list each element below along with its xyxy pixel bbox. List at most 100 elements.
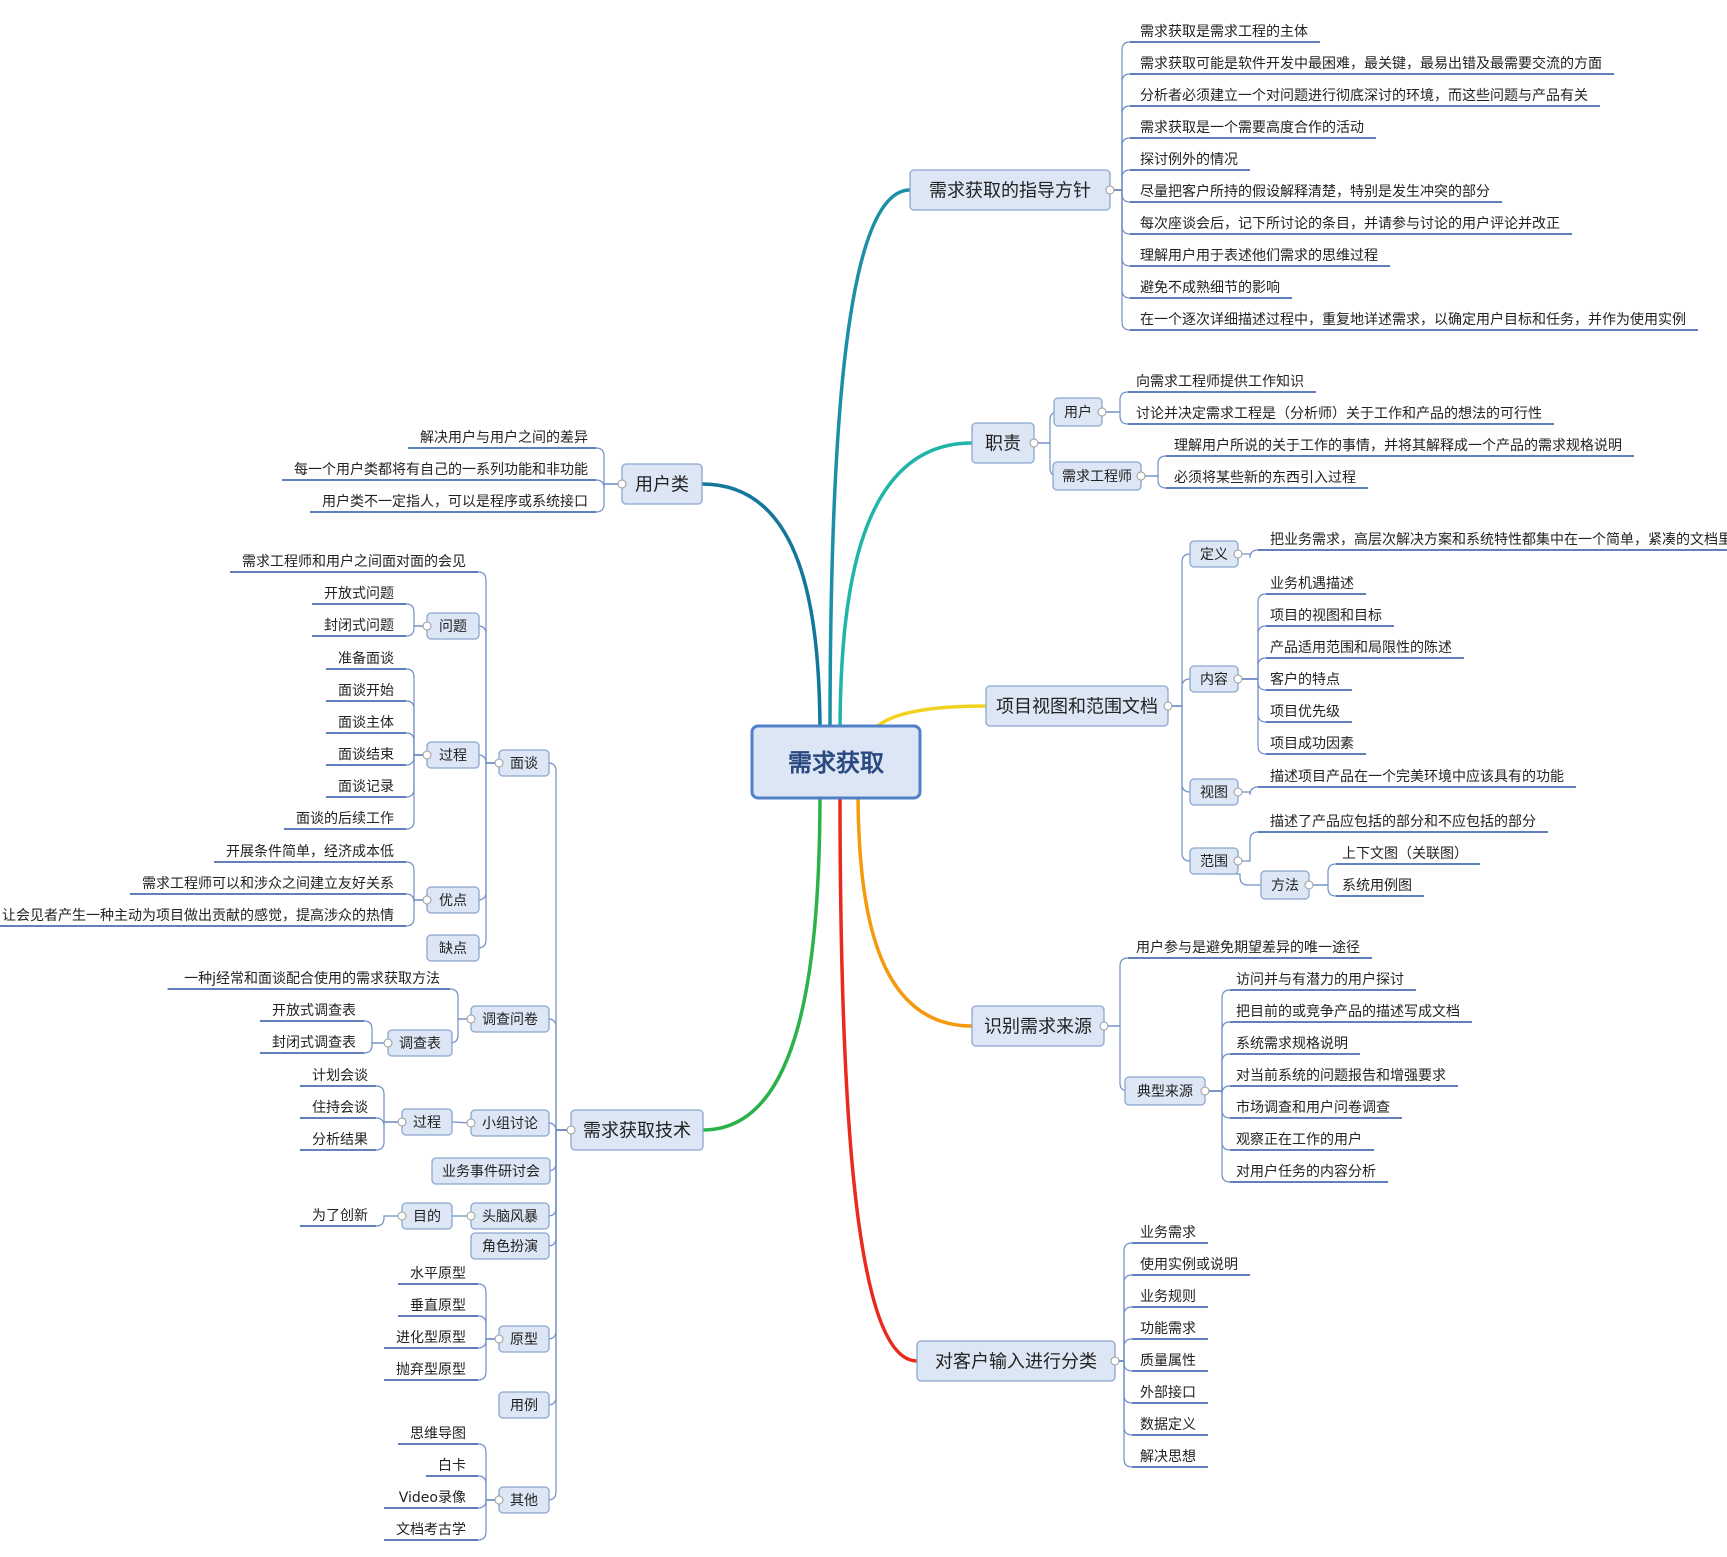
leaf-topic[interactable]: 用户类不一定指人，可以是程序或系统接口 xyxy=(322,493,588,510)
leaf-topic[interactable]: 解决用户与用户之间的差异 xyxy=(420,429,588,446)
node-questionnaire[interactable]: 调查问卷 xyxy=(470,1005,550,1033)
leaf-topic[interactable]: 业务机遇描述 xyxy=(1270,576,1354,592)
leaf-topic[interactable]: 上下文图（关联图） xyxy=(1342,846,1468,862)
leaf-topic[interactable]: 业务需求 xyxy=(1140,1225,1196,1241)
leaf-topic[interactable]: 思维导图 xyxy=(410,1426,466,1442)
node-req-engineer[interactable]: 需求工程师 xyxy=(1052,461,1142,491)
leaf-topic[interactable]: 住持会谈 xyxy=(312,1100,368,1116)
leaf-topic[interactable]: 开放式问题 xyxy=(324,586,394,602)
leaf-topic[interactable]: 面谈主体 xyxy=(338,715,394,731)
node-method[interactable]: 方法 xyxy=(1260,870,1310,900)
leaf-topic[interactable]: 解决思想 xyxy=(1140,1449,1196,1465)
node-advantage[interactable]: 优点 xyxy=(426,886,480,914)
collapse-toggle-icon[interactable] xyxy=(422,895,432,905)
leaf-topic[interactable]: 准备面谈 xyxy=(338,650,394,667)
leaf-topic[interactable]: 把目前的或竞争产品的描述写成文档 xyxy=(1236,1003,1460,1020)
leaf-topic[interactable]: 市场调查和用户问卷调查 xyxy=(1236,1099,1390,1116)
node-role-play[interactable]: 角色扮演 xyxy=(470,1232,550,1260)
leaf-topic[interactable]: 开展条件简单，经济成本低 xyxy=(226,843,394,860)
leaf-topic[interactable]: 需求工程师和用户之间面对面的会见 xyxy=(242,553,466,570)
leaf-topic[interactable]: 需求获取是一个需要高度合作的活动 xyxy=(1140,119,1364,136)
collapse-toggle-icon[interactable] xyxy=(1233,674,1243,684)
node-range[interactable]: 范围 xyxy=(1189,847,1239,875)
collapse-toggle-icon[interactable] xyxy=(397,1117,407,1127)
leaf-topic[interactable]: 垂直原型 xyxy=(410,1297,466,1314)
leaf-topic[interactable]: 把业务需求，高层次解决方案和系统特性都集中在一个简单，紧凑的文档里 xyxy=(1270,531,1727,548)
node-interview-process[interactable]: 过程 xyxy=(426,741,480,769)
leaf-topic[interactable]: 探讨例外的情况 xyxy=(1140,152,1238,168)
collapse-toggle-icon[interactable] xyxy=(494,1334,504,1344)
leaf-topic[interactable]: 使用实例或说明 xyxy=(1140,1256,1238,1273)
collapse-toggle-icon[interactable] xyxy=(466,1211,476,1221)
leaf-topic[interactable]: 访问并与有潜力的用户探讨 xyxy=(1236,971,1404,988)
leaf-topic[interactable]: 分析结果 xyxy=(312,1132,368,1148)
leaf-topic[interactable]: 业务规则 xyxy=(1140,1289,1196,1305)
collapse-toggle-icon[interactable] xyxy=(1163,701,1173,711)
leaf-topic[interactable]: 用户参与是避免期望差异的唯一途径 xyxy=(1136,939,1360,956)
node-prototype[interactable]: 原型 xyxy=(498,1325,550,1353)
leaf-topic[interactable]: 分析者必须建立一个对问题进行彻底深讨的环境，而这些问题与产品有关 xyxy=(1140,87,1588,104)
node-use-case[interactable]: 用例 xyxy=(498,1391,550,1419)
leaf-topic[interactable]: 白卡 xyxy=(438,1458,466,1474)
leaf-topic[interactable]: 水平原型 xyxy=(410,1266,466,1282)
leaf-topic[interactable]: 对当前系统的问题报告和增强要求 xyxy=(1236,1067,1446,1084)
leaf-topic[interactable]: 系统用例图 xyxy=(1342,878,1412,894)
collapse-toggle-icon[interactable] xyxy=(494,758,504,768)
collapse-toggle-icon[interactable] xyxy=(466,1014,476,1024)
leaf-topic[interactable]: 项目优先级 xyxy=(1270,704,1340,720)
node-business-event[interactable]: 业务事件研讨会 xyxy=(431,1157,551,1185)
collapse-toggle-icon[interactable] xyxy=(422,750,432,760)
node-question[interactable]: 问题 xyxy=(426,612,480,640)
leaf-topic[interactable]: 质量属性 xyxy=(1140,1353,1196,1369)
leaf-topic[interactable]: 封闭式问题 xyxy=(324,618,394,634)
leaf-topic[interactable]: 理解用户所说的关于工作的事情，并将其解释成一个产品的需求规格说明 xyxy=(1174,437,1622,454)
node-group-discussion[interactable]: 小组讨论 xyxy=(470,1109,550,1137)
leaf-topic[interactable]: 开放式调查表 xyxy=(272,1003,356,1019)
branch-techniques[interactable]: 需求获取技术 xyxy=(570,1109,704,1151)
collapse-toggle-icon[interactable] xyxy=(1110,1356,1120,1366)
leaf-topic[interactable]: 理解用户用于表述他们需求的思维过程 xyxy=(1140,247,1378,264)
leaf-topic[interactable]: 一种j经常和面谈配合使用的需求获取方法 xyxy=(184,970,440,987)
leaf-topic[interactable]: 描述了产品应包括的部分和不应包括的部分 xyxy=(1270,813,1536,830)
node-disadvantage[interactable]: 缺点 xyxy=(426,934,480,962)
leaf-topic[interactable]: 项目成功因素 xyxy=(1270,736,1354,752)
leaf-topic[interactable]: 在一个逐次详细描述过程中，重复地详述需求，以确定用户目标和任务，并作为使用实例 xyxy=(1140,311,1686,328)
leaf-topic[interactable]: 面谈开始 xyxy=(338,683,394,699)
node-group-process[interactable]: 过程 xyxy=(401,1108,453,1136)
leaf-topic[interactable]: 必须将某些新的东西引入过程 xyxy=(1174,470,1356,486)
collapse-toggle-icon[interactable] xyxy=(1136,471,1146,481)
leaf-topic[interactable]: 系统需求规格说明 xyxy=(1236,1036,1348,1052)
collapse-toggle-icon[interactable] xyxy=(466,1118,476,1128)
collapse-toggle-icon[interactable] xyxy=(1099,1021,1109,1031)
leaf-topic[interactable]: 尽量把客户所持的假设解释清楚，特别是发生冲突的部分 xyxy=(1140,183,1490,200)
leaf-topic[interactable]: 讨论并决定需求工程是（分析师）关于工作和产品的想法的可行性 xyxy=(1136,406,1542,422)
leaf-topic[interactable]: 进化型原型 xyxy=(396,1330,466,1346)
leaf-topic[interactable]: 产品适用范围和局限性的陈述 xyxy=(1270,639,1452,656)
leaf-topic[interactable]: 封闭式调查表 xyxy=(272,1035,356,1051)
collapse-toggle-icon[interactable] xyxy=(494,1495,504,1505)
leaf-topic[interactable]: 避免不成熟细节的影响 xyxy=(1140,280,1280,296)
collapse-toggle-icon[interactable] xyxy=(1105,185,1115,195)
collapse-toggle-icon[interactable] xyxy=(1029,438,1039,448)
collapse-toggle-icon[interactable] xyxy=(1233,549,1243,559)
branch-userclass[interactable]: 用户类 xyxy=(621,463,703,505)
leaf-topic[interactable]: 需求工程师可以和涉众之间建立友好关系 xyxy=(142,876,394,892)
leaf-topic[interactable]: Video录像 xyxy=(399,1490,466,1506)
branch-scope[interactable]: 项目视图和范围文档 xyxy=(985,685,1169,727)
leaf-topic[interactable]: 向需求工程师提供工作知识 xyxy=(1136,373,1304,390)
node-survey-form[interactable]: 调查表 xyxy=(387,1029,453,1057)
leaf-topic[interactable]: 每一个用户类都将有自己的一系列功能和非功能 xyxy=(294,461,588,478)
branch-classify[interactable]: 对客户输入进行分类 xyxy=(916,1340,1116,1382)
collapse-toggle-icon[interactable] xyxy=(1233,856,1243,866)
node-brainstorm[interactable]: 头脑风暴 xyxy=(470,1202,550,1230)
leaf-topic[interactable]: 文档考古学 xyxy=(396,1522,466,1538)
leaf-topic[interactable]: 让会见者产生一种主动为项目做出贡献的感觉，提高涉众的热情 xyxy=(2,907,394,924)
leaf-topic[interactable]: 面谈记录 xyxy=(338,779,394,795)
leaf-topic[interactable]: 面谈的后续工作 xyxy=(296,810,394,827)
collapse-toggle-icon[interactable] xyxy=(1097,407,1107,417)
leaf-topic[interactable]: 每次座谈会后，记下所讨论的条目，并请参与讨论的用户评论并改正 xyxy=(1140,215,1560,232)
collapse-toggle-icon[interactable] xyxy=(1304,880,1314,890)
leaf-topic[interactable]: 计划会谈 xyxy=(312,1068,368,1084)
leaf-topic[interactable]: 描述项目产品在一个完美环境中应该具有的功能 xyxy=(1270,768,1564,785)
collapse-toggle-icon[interactable] xyxy=(1233,787,1243,797)
